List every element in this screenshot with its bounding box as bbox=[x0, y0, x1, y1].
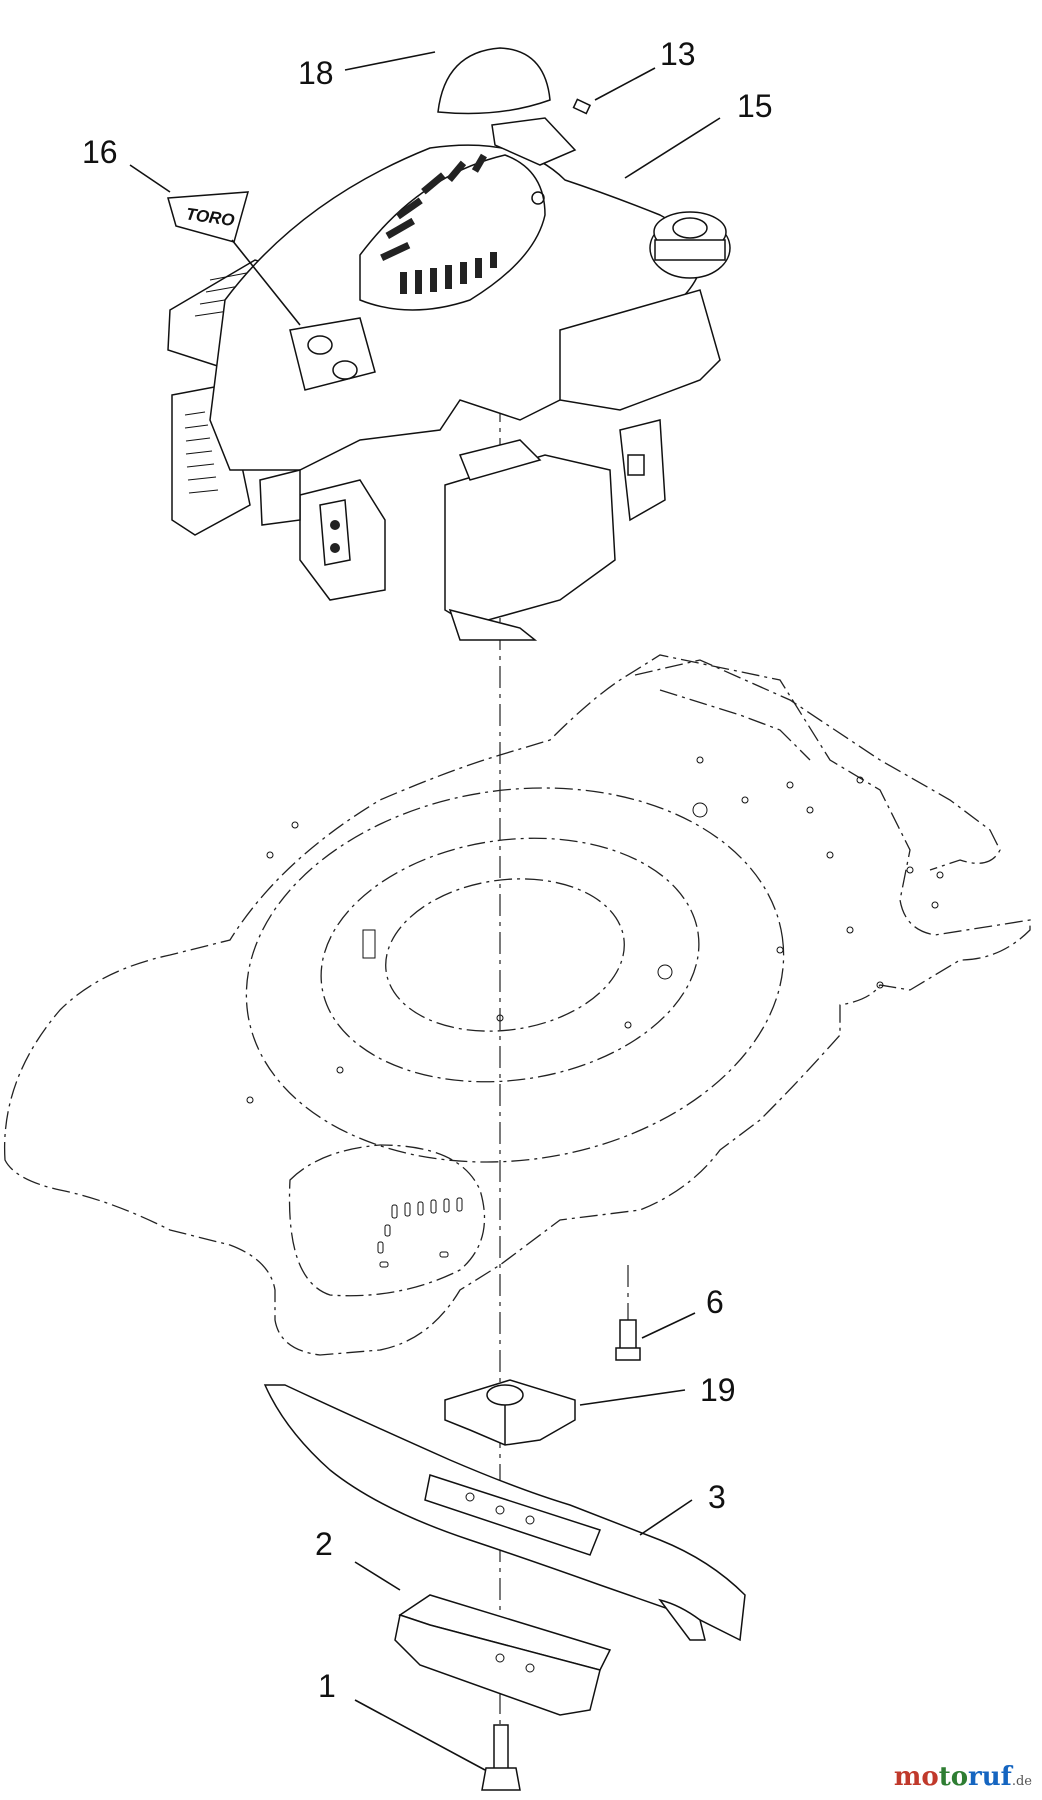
leader-15 bbox=[624, 117, 721, 179]
carburetor bbox=[259, 419, 666, 601]
callout-19: 19 bbox=[700, 1372, 736, 1408]
leader-3 bbox=[639, 1499, 693, 1536]
leader-16b bbox=[231, 239, 301, 326]
callout-15: 15 bbox=[737, 88, 773, 124]
watermark-part1: mo bbox=[893, 1762, 939, 1792]
leader-13 bbox=[594, 67, 656, 101]
callout-16: 16 bbox=[82, 134, 118, 170]
leader-19 bbox=[579, 1389, 686, 1406]
part-19-blade-adapter bbox=[444, 1379, 576, 1446]
deck-vent-slots bbox=[377, 1197, 463, 1268]
watermark-suffix: .de bbox=[1011, 1774, 1032, 1789]
shroud-vents bbox=[380, 153, 545, 294]
part-3-blade bbox=[263, 1384, 746, 1642]
callout-13: 13 bbox=[660, 36, 696, 72]
mower-deck-outline bbox=[3, 654, 1031, 1356]
callout-1: 1 bbox=[318, 1668, 336, 1704]
leader-2 bbox=[354, 1561, 401, 1591]
part-6-bolt bbox=[615, 1265, 641, 1361]
part-16-decal: TORO bbox=[167, 191, 250, 243]
part-18-engine-cap bbox=[437, 47, 551, 115]
leader-18 bbox=[344, 51, 436, 71]
watermark-part2: to bbox=[938, 1762, 969, 1792]
motoruf-watermark: motoruf.de bbox=[894, 1762, 1032, 1792]
callout-3: 3 bbox=[708, 1479, 726, 1515]
leader-6 bbox=[641, 1312, 696, 1339]
part-1-blade-bolt bbox=[481, 1724, 521, 1791]
callout-18: 18 bbox=[298, 55, 334, 91]
leader-16 bbox=[129, 164, 171, 193]
fuel-cap bbox=[649, 211, 731, 279]
watermark-part3: ruf bbox=[968, 1762, 1012, 1792]
part-13-pin bbox=[572, 98, 592, 115]
engine-assembly bbox=[167, 117, 731, 641]
leader-1 bbox=[354, 1699, 486, 1771]
primer-plate bbox=[289, 317, 376, 391]
air-cleaner-box bbox=[444, 439, 616, 641]
part-2-stiffener bbox=[394, 1594, 612, 1716]
callout-6: 6 bbox=[706, 1284, 724, 1320]
callout-2: 2 bbox=[315, 1526, 333, 1562]
